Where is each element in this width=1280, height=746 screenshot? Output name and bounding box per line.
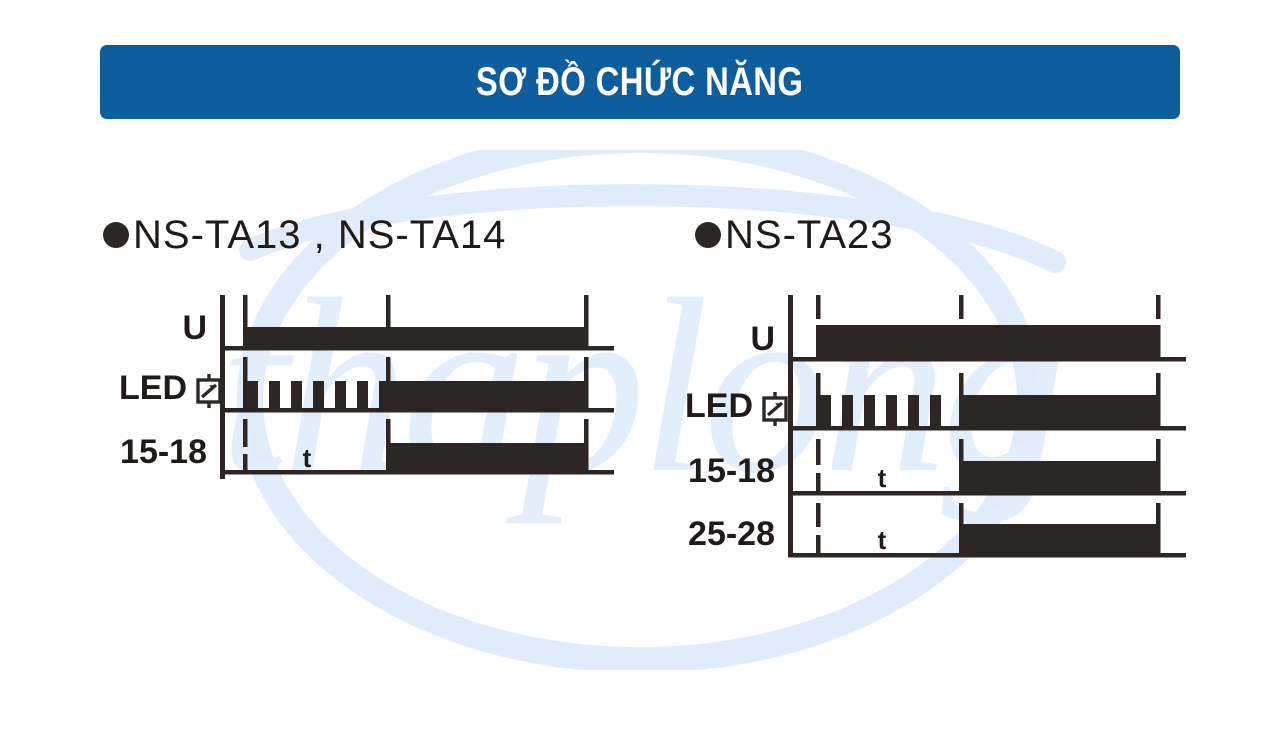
row-label-led-right: LED bbox=[685, 387, 753, 425]
row-label-15-18-right: 15-18 bbox=[688, 452, 775, 490]
u-tail-right bbox=[1156, 357, 1186, 362]
led-falling-edge-left bbox=[584, 357, 589, 412]
led-diode-icon bbox=[762, 392, 788, 426]
bullet-icon bbox=[103, 222, 129, 248]
diagram-title-right: NS-TA23 bbox=[695, 215, 1200, 255]
c1518-tick-start-left bbox=[243, 419, 248, 474]
c2528-tail-right bbox=[1156, 553, 1186, 558]
c2528-tick-start-right bbox=[816, 503, 821, 557]
c1518-high-level-left bbox=[386, 443, 588, 474]
c1518-falling-edge-left bbox=[584, 419, 589, 474]
c1518-tick-start-right bbox=[816, 439, 821, 495]
row-label-u-left: U bbox=[182, 309, 207, 347]
u-high-level-left bbox=[243, 327, 588, 351]
led-pulse-train-right bbox=[820, 395, 941, 430]
led-rising-edge-mid-right bbox=[959, 373, 964, 430]
axis-vertical-left bbox=[220, 295, 225, 479]
c1518-time-label-left: t bbox=[303, 443, 312, 473]
u-tick-start-left bbox=[243, 295, 248, 328]
row-label-15-18-left: 15-18 bbox=[120, 433, 207, 471]
row-label-led-left: LED bbox=[119, 369, 187, 407]
u-tick-end-right bbox=[1156, 295, 1161, 319]
c1518-falling-edge-right bbox=[1156, 439, 1161, 495]
u-falling-edge-right bbox=[1156, 325, 1161, 361]
header-banner: SƠ ĐỒ CHỨC NĂNG bbox=[100, 45, 1180, 119]
c1518-high-level-right bbox=[963, 461, 1160, 495]
c1518-rising-edge-right bbox=[959, 439, 964, 495]
diagram-panel-ns-ta23: NS-TA23 U LED 15-18 25-28 bbox=[660, 215, 1200, 595]
u-tail-left bbox=[584, 346, 614, 351]
diagram-title-left-text: NS-TA13 , NS-TA14 bbox=[133, 213, 507, 257]
timing-diagram-left: U LED 15-18 bbox=[119, 295, 614, 479]
u-tick-start-right bbox=[816, 295, 821, 319]
c2528-rising-edge-right bbox=[959, 503, 964, 557]
led-tail-right bbox=[1156, 426, 1186, 431]
row-label-u-right: U bbox=[750, 320, 775, 358]
led-diode-icon bbox=[196, 374, 222, 408]
u-high-level-right bbox=[816, 325, 1160, 357]
u-baseline-right bbox=[788, 357, 1168, 362]
led-steady-on-left bbox=[386, 381, 588, 412]
diagram-panel-ns-ta13-ta14: NS-TA13 , NS-TA14 U LED 15-18 bbox=[95, 215, 635, 545]
u-falling-edge-left bbox=[584, 295, 589, 350]
c1518-time-label-right: t bbox=[878, 463, 887, 493]
u-tick-mid-right bbox=[959, 295, 964, 319]
led-tick-start-left bbox=[243, 357, 248, 412]
page-title: SƠ ĐỒ CHỨC NĂNG bbox=[476, 59, 804, 104]
diagram-title-left: NS-TA13 , NS-TA14 bbox=[103, 215, 635, 255]
led-tail-left bbox=[584, 408, 614, 413]
led-rising-edge-mid-left bbox=[386, 357, 391, 412]
c1518-tail-right bbox=[1156, 491, 1186, 496]
c2528-falling-edge-right bbox=[1156, 503, 1161, 557]
timing-diagram-right: U LED 15-18 25-28 bbox=[685, 295, 1186, 558]
row-label-25-28-right: 25-28 bbox=[688, 515, 775, 553]
led-falling-edge-right bbox=[1156, 373, 1161, 430]
axis-vertical-right bbox=[788, 295, 793, 553]
c2528-high-level-right bbox=[963, 524, 1160, 557]
bullet-icon bbox=[695, 222, 721, 248]
led-tick-start-right bbox=[816, 373, 821, 430]
c2528-time-label-right: t bbox=[878, 525, 887, 555]
led-steady-on-right bbox=[963, 395, 1160, 430]
u-tick-mid-left bbox=[386, 295, 391, 328]
c1518-tail-left bbox=[584, 470, 614, 475]
led-pulse-train-left bbox=[247, 381, 390, 412]
diagram-title-right-text: NS-TA23 bbox=[725, 213, 894, 257]
